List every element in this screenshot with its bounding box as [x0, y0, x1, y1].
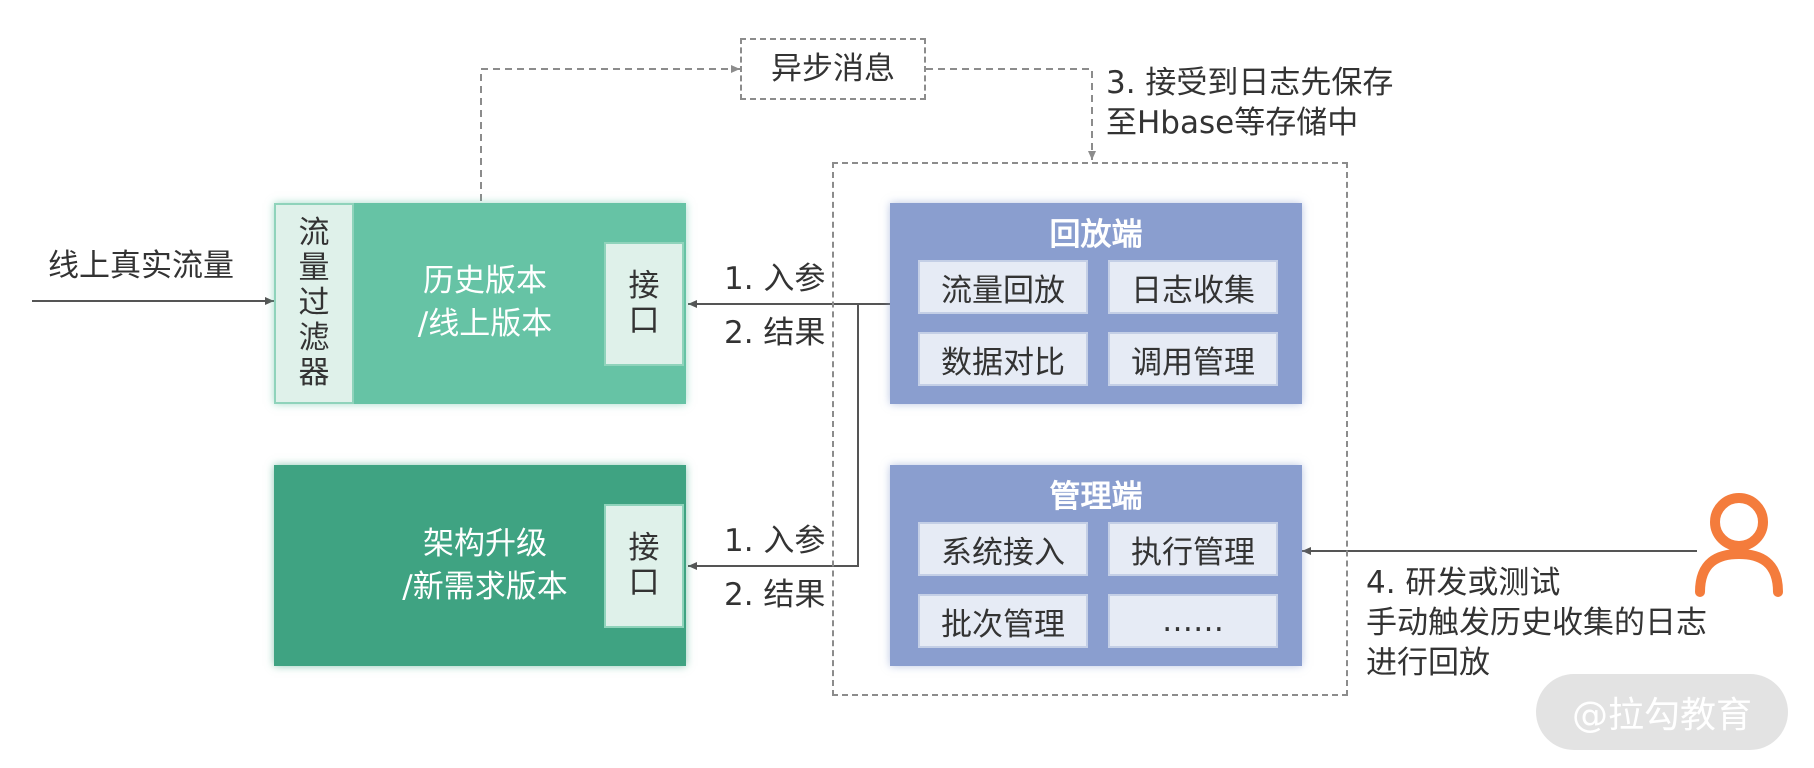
manage-cell: 执行管理	[1108, 522, 1278, 576]
replay-platform-container	[832, 162, 1348, 696]
step4-line2: 手动触发历史收集的日志	[1366, 605, 1707, 641]
replay-cell: 数据对比	[918, 332, 1088, 386]
input-traffic-label: 线上真实流量	[48, 248, 234, 284]
manage-cell: 批次管理	[918, 594, 1088, 648]
step3-line2: 至Hbase等存储中	[1106, 105, 1359, 141]
online-interface: 接 口	[604, 242, 684, 366]
upper-result-label: 2. 结果	[724, 315, 826, 351]
replay-cell: 调用管理	[1108, 332, 1278, 386]
new-version-line2: /新需求版本	[402, 569, 568, 605]
traffic-filter-char: 量	[298, 250, 330, 286]
replay-to-new-arrow	[688, 304, 859, 570]
traffic-filter-char: 流	[298, 215, 330, 251]
lower-result-label: 2. 结果	[724, 577, 826, 613]
interface-char: 口	[628, 565, 660, 601]
traffic-filter: 流 量 过 滤 器	[274, 203, 354, 404]
async-path-right	[926, 68, 1096, 160]
lower-param-label: 1. 入参	[724, 523, 826, 559]
new-version-line1: 架构升级	[423, 526, 547, 562]
new-interface: 接 口	[604, 504, 684, 628]
step4-line3: 进行回放	[1366, 645, 1490, 681]
async-message-label: 异步消息	[771, 51, 895, 87]
replay-cell: 日志收集	[1108, 260, 1278, 314]
manage-panel: 管理端 系统接入 执行管理 批次管理 ……	[890, 465, 1302, 666]
watermark-text: @拉勾教育	[1571, 695, 1752, 736]
manage-cell: ……	[1108, 594, 1278, 648]
step3-line1: 3. 接受到日志先保存	[1106, 65, 1394, 101]
step4-line1: 4. 研发或测试	[1366, 565, 1561, 601]
new-version-label: 架构升级 /新需求版本	[370, 518, 600, 614]
interface-char: 口	[628, 303, 660, 339]
traffic-filter-char: 器	[298, 355, 330, 391]
async-path-left	[480, 65, 740, 201]
user-icon	[1695, 493, 1783, 597]
interface-char: 接	[628, 268, 660, 304]
online-version-line2: /线上版本	[417, 306, 553, 342]
manage-panel-title: 管理端	[1049, 478, 1143, 515]
replay-panel-title: 回放端	[1049, 216, 1143, 253]
online-version-label: 历史版本 /线上版本	[370, 255, 600, 351]
interface-char: 接	[628, 530, 660, 566]
async-message-box: 异步消息	[740, 38, 926, 100]
manage-cell: 系统接入	[918, 522, 1088, 576]
traffic-filter-char: 过	[298, 285, 330, 321]
replay-cell: 流量回放	[918, 260, 1088, 314]
watermark: @拉勾教育	[1536, 674, 1788, 750]
traffic-filter-char: 滤	[298, 320, 330, 356]
upper-param-label: 1. 入参	[724, 261, 826, 297]
replay-panel: 回放端 流量回放 日志收集 数据对比 调用管理	[890, 203, 1302, 404]
online-version-line1: 历史版本	[423, 263, 547, 299]
